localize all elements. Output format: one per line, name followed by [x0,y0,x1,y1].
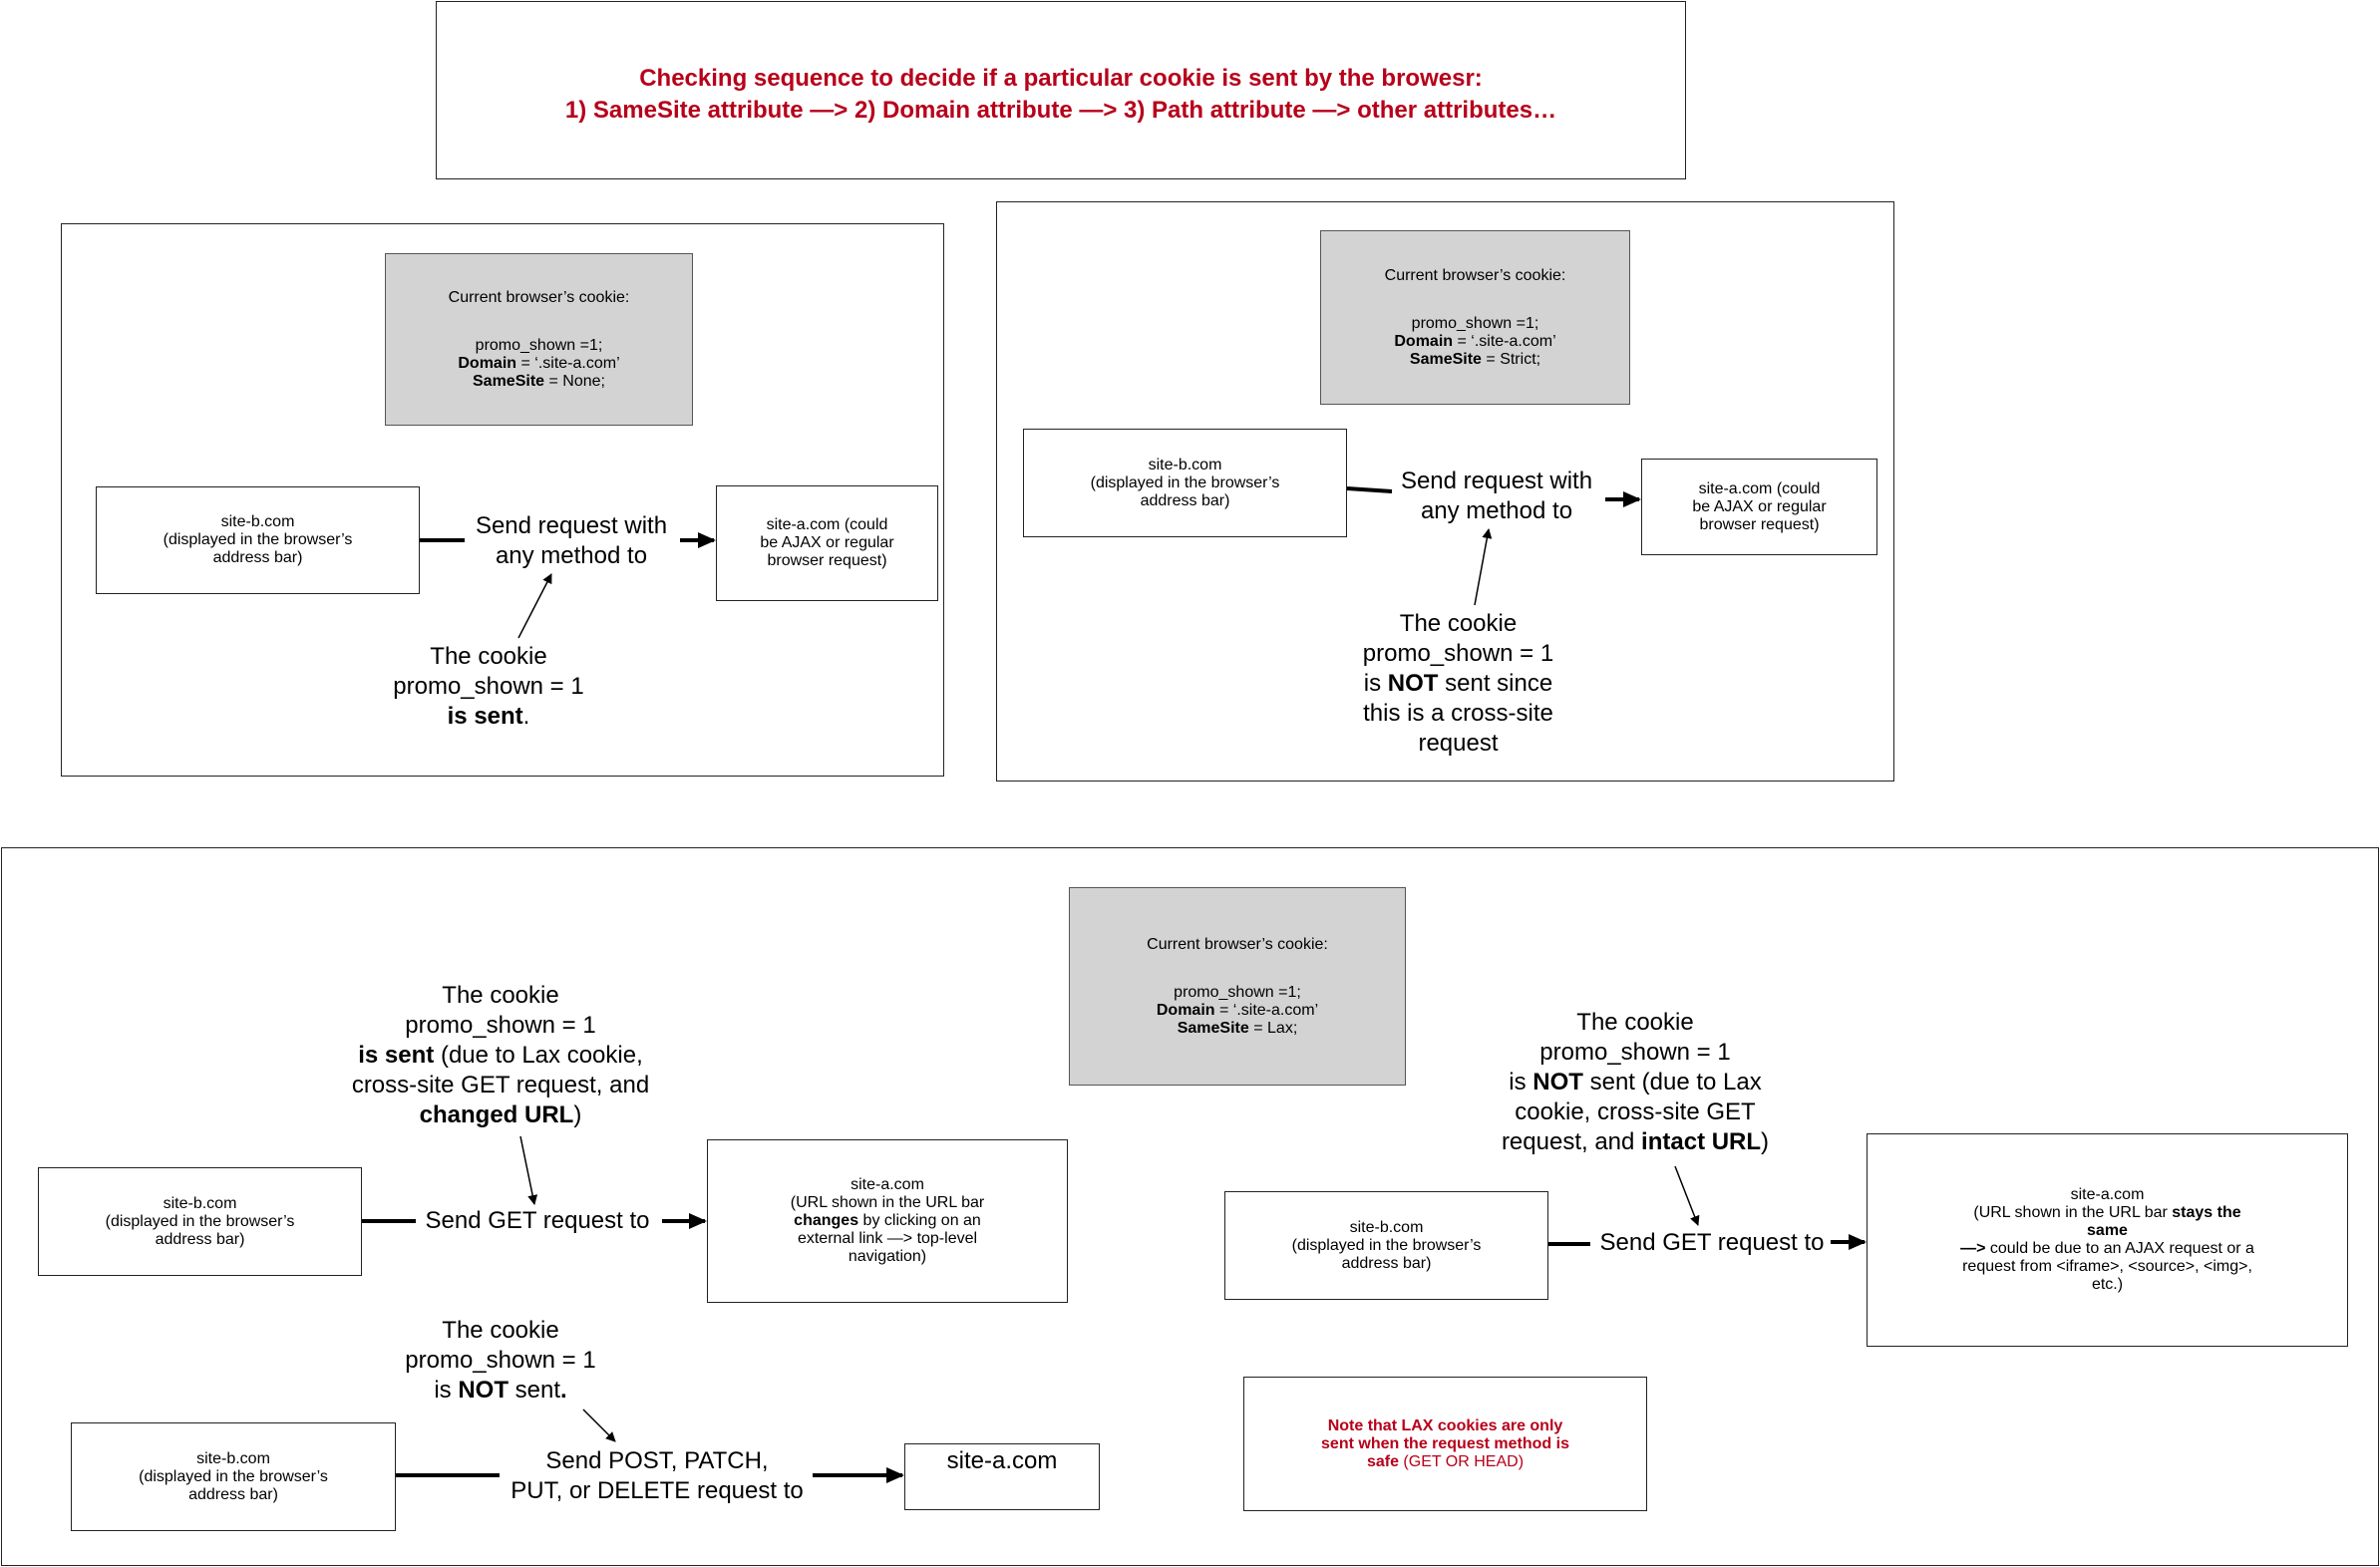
header-box: Checking sequence to decide if a particu… [436,1,1686,179]
site-b-box-lax-get-2: site-b.com (displayed in the browser’s a… [1224,1191,1548,1300]
cookie-box-strict: Current browser’s cookie: promo_shown =1… [1320,230,1630,405]
cookie-box-lax: Current browser’s cookie: promo_shown =1… [1069,887,1406,1086]
note-lax-get-sent: The cookie promo_shown = 1 is sent (due … [351,982,650,1128]
site-a-box-none: site-a.com (could be AJAX or regular bro… [716,485,938,601]
header-line-1: Checking sequence to decide if a particu… [639,64,1483,92]
note-strict-not-sent: The cookie promo_shown = 1 is NOT sent s… [1362,610,1554,757]
site-a-box-lax-get: site-a.com (URL shown in the URL bar cha… [707,1139,1068,1303]
site-a-box-strict: site-a.com (could be AJAX or regular bro… [1641,459,1877,555]
lax-note-box: Note that LAX cookies are only sent when… [1243,1377,1647,1511]
send-label-none: Send request with any method to [475,512,668,569]
send-post-label: Send POST, PATCH, PUT, or DELETE request… [510,1447,804,1504]
site-b-box-strict: site-b.com (displayed in the browser’s a… [1023,429,1347,537]
send-get-label-2: Send GET request to [1599,1229,1825,1256]
cookie-name-value: promo_shown =1; [475,336,603,354]
site-a-box-lax-post: site-a.com [904,1443,1100,1510]
header-line-2: 1) SameSite attribute —> 2) Domain attri… [564,96,1557,124]
cookie-box-none: Current browser’s cookie: promo_shown =1… [385,253,693,426]
site-b-box-none: site-b.com (displayed in the browser’s a… [96,486,420,594]
site-b-box-lax-get: site-b.com (displayed in the browser’s a… [38,1167,362,1276]
cookie-title: Current browser’s cookie: [448,288,630,306]
cookie-samesite: SameSite = None; [473,372,605,390]
note-lax-post-not-sent: The cookie promo_shown = 1 is NOT sent. [405,1317,596,1404]
site-b-box-lax-post: site-b.com (displayed in the browser’s a… [71,1422,396,1531]
note-lax-get-not-sent: The cookie promo_shown = 1 is NOT sent (… [1501,1009,1770,1155]
send-get-label-1: Send GET request to [425,1207,650,1234]
send-label-strict: Send request with any method to [1400,468,1593,524]
note-none-sent: The cookie promo_shown = 1 is sent. [393,643,584,730]
cookie-domain: Domain = ‘.site-a.com’ [458,354,620,372]
site-a-box-lax-get-2: site-a.com (URL shown in the URL bar sta… [1867,1133,2348,1347]
